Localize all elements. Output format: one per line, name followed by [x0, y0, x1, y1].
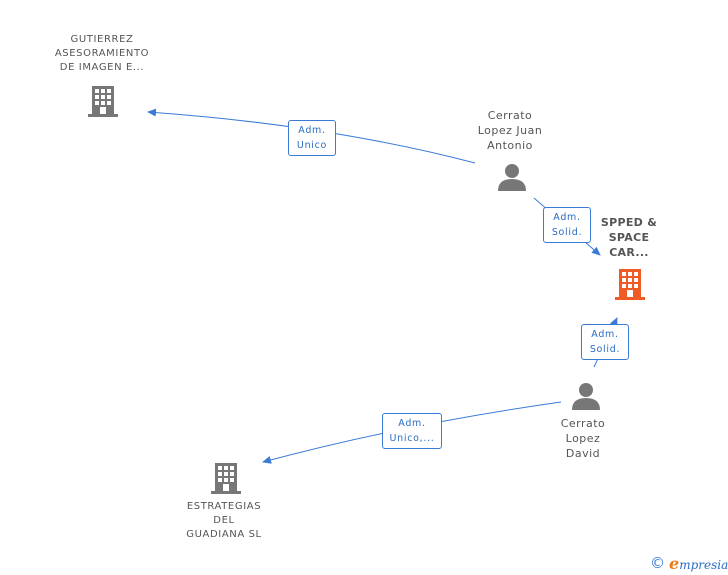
- node-label-estrategias: ESTRATEGIAS DEL GUADIANA SL: [168, 500, 280, 542]
- node-label-david: Cerrato Lopez David: [543, 416, 623, 461]
- node-label-line: CAR...: [609, 246, 649, 259]
- node-label-juan: Cerrato Lopez Juan Antonio: [460, 108, 560, 153]
- building-icon[interactable]: [87, 84, 119, 118]
- footer-brand: © empresia: [650, 554, 728, 573]
- building-icon-focus[interactable]: [614, 267, 646, 301]
- edge-label-line: Adm.: [298, 125, 326, 136]
- node-label-line: DEL: [213, 515, 235, 526]
- edge-label-line: Adm.: [398, 418, 426, 429]
- edge-label-adm-unico[interactable]: Adm. Unico: [288, 120, 336, 156]
- node-label-line: Cerrato: [560, 417, 606, 430]
- node-label-line: David: [565, 447, 601, 460]
- node-label-gutierrez: GUTIERREZ ASESORAMIENTO DE IMAGEN E...: [40, 33, 164, 75]
- node-label-line: SPPED &: [600, 216, 658, 229]
- edge-label-adm-unico-david[interactable]: Adm. Unico,...: [382, 413, 442, 449]
- node-label-spped: SPPED & SPACE CAR...: [592, 215, 666, 260]
- node-label-line: Antonio: [487, 139, 533, 152]
- node-label-line: GUADIANA SL: [186, 529, 262, 540]
- brand-logo[interactable]: empresia: [669, 554, 728, 573]
- edge-label-line: Solid.: [589, 344, 621, 355]
- person-icon[interactable]: [497, 162, 527, 192]
- edge-label-adm-solid-juan[interactable]: Adm. Solid.: [543, 207, 591, 243]
- person-icon[interactable]: [571, 381, 601, 411]
- node-label-line: DE IMAGEN E...: [59, 62, 145, 73]
- copyright-icon: ©: [650, 554, 665, 572]
- brand-initial: e: [669, 553, 680, 573]
- edge-label-line: Unico,...: [389, 433, 435, 444]
- edge-label-line: Adm.: [553, 212, 581, 223]
- edge-label-adm-solid-david[interactable]: Adm. Solid.: [581, 324, 629, 360]
- node-label-line: Lopez: [565, 432, 601, 445]
- node-label-line: Cerrato: [487, 109, 533, 122]
- brand-rest: mpresia: [679, 557, 728, 572]
- edge-label-line: Adm.: [591, 329, 619, 340]
- edge-label-line: Unico: [296, 140, 328, 151]
- edge-label-line: Solid.: [551, 227, 583, 238]
- building-icon[interactable]: [210, 461, 242, 495]
- node-label-line: Lopez Juan: [477, 124, 543, 137]
- node-label-line: GUTIERREZ: [70, 34, 134, 45]
- node-label-line: ASESORAMIENTO: [54, 48, 150, 59]
- node-label-line: ESTRATEGIAS: [186, 501, 262, 512]
- node-label-line: SPACE: [608, 231, 650, 244]
